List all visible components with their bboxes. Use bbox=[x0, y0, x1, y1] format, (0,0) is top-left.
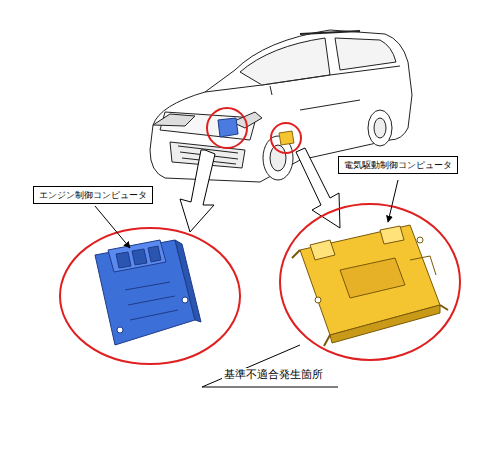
callout-label: 基準不適合発生箇所 bbox=[222, 368, 325, 382]
label-box: エンジン制御コンピュータ bbox=[33, 186, 153, 204]
highlight-circle bbox=[207, 108, 247, 148]
engine-ecu-drawing bbox=[95, 240, 201, 345]
leader-line bbox=[388, 180, 398, 222]
leader-line bbox=[95, 206, 130, 248]
label-box: 電気駆動制御コンピュータ bbox=[338, 156, 458, 174]
drive-ecu-drawing bbox=[292, 225, 448, 346]
ecu-marker bbox=[218, 118, 238, 137]
detail-ellipse bbox=[280, 204, 460, 360]
box-text: 電気駆動制御コンピュータ bbox=[344, 159, 452, 171]
leader-line bbox=[202, 387, 338, 388]
detail-ellipse bbox=[60, 228, 240, 364]
box-text: エンジン制御コンピュータ bbox=[39, 189, 147, 201]
block-arrow bbox=[296, 148, 340, 228]
block-arrow bbox=[180, 150, 215, 232]
ecu-marker bbox=[279, 131, 294, 145]
highlight-circle bbox=[271, 123, 301, 153]
